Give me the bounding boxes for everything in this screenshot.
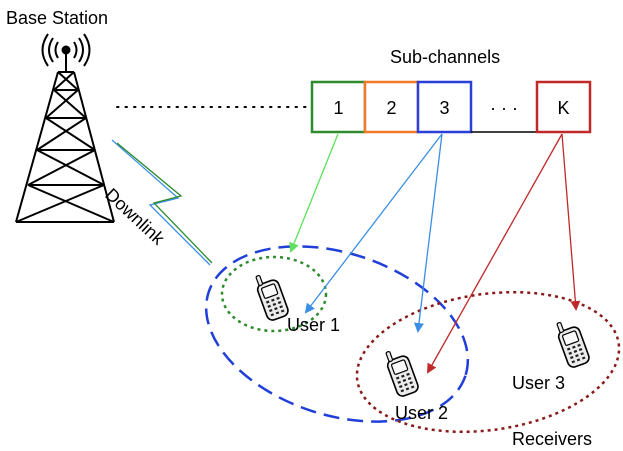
channel-ellipsis: · · · [490, 98, 518, 118]
sub-channel-box-1 [310, 80, 367, 134]
user-group-red-ellipse [355, 290, 621, 434]
sub-channel-label-1: 1 [333, 98, 343, 118]
sub-channel-label-k: K [557, 98, 569, 118]
sub-channel-1: 1 [310, 80, 367, 134]
user-2: User 2 [382, 345, 448, 423]
sub-channel-2: 2 [363, 80, 420, 134]
sub-channel-label-2: 2 [386, 98, 396, 118]
base-station-label: Base Station [6, 8, 108, 28]
user-3: User 3 [512, 316, 592, 393]
receivers-label: Receivers [512, 429, 592, 449]
base-station-tower-icon [15, 52, 115, 223]
phone-icon [382, 345, 421, 399]
user-1-label: User 1 [287, 315, 340, 335]
arrow-ch3-user2 [414, 133, 443, 333]
sub-channel-k: K [535, 80, 592, 134]
downlink-bolt-icon [111, 139, 213, 266]
user-2-label: User 2 [395, 403, 448, 423]
phone-icon [252, 269, 291, 323]
arrow-chk-user3 [561, 133, 581, 311]
user-1: User 1 [252, 269, 340, 335]
arrow-ch1-user1 [289, 133, 339, 253]
sub-channel-label-3: 3 [439, 98, 449, 118]
phone-icon [553, 316, 592, 370]
downlink-label: Downlink [101, 184, 169, 249]
user-group-blue-ellipse [204, 245, 470, 423]
arrow-ch3-user1 [304, 133, 443, 314]
sub-channel-box-k [535, 80, 592, 134]
user-group-green-ellipse [220, 255, 328, 333]
sub-channel-box-3 [416, 80, 473, 134]
radio-waves-icon [41, 33, 91, 67]
sub-channels-label: Sub-channels [390, 47, 500, 67]
user-3-label: User 3 [512, 373, 565, 393]
arrow-chk-user2 [427, 133, 563, 374]
sub-channel-3: 3 [416, 80, 473, 134]
